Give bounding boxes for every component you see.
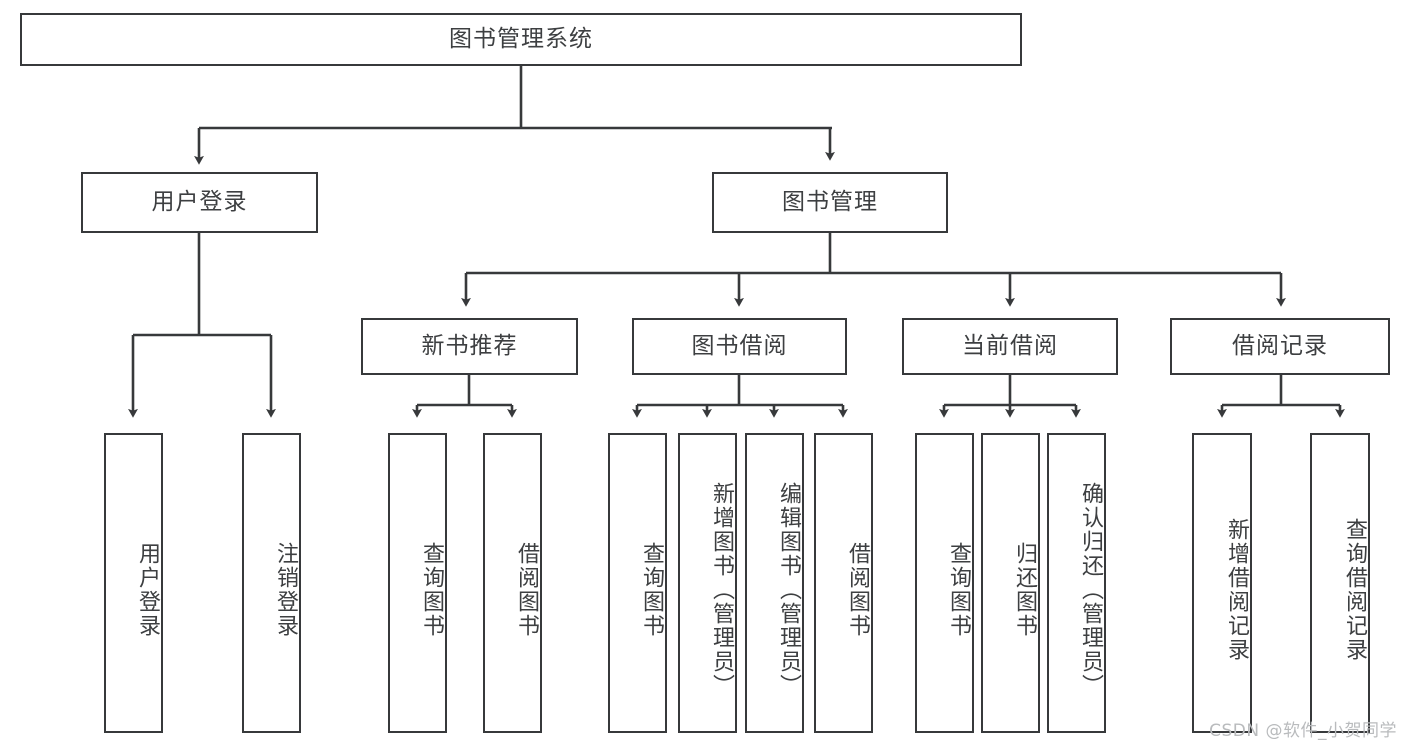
node-leaf-rec-borrow[interactable]: 借阅图书 <box>483 433 542 733</box>
node-borrow-record[interactable]: 借阅记录 <box>1170 318 1390 375</box>
node-leaf-rec-query[interactable]: 查询图书 <box>388 433 447 733</box>
node-leaf-rec-borrow-label: 借阅图书 <box>514 542 539 638</box>
node-leaf-cur-confirm[interactable]: 确认归还（管理员） <box>1047 433 1106 733</box>
node-book-manage[interactable]: 图书管理 <box>712 172 948 233</box>
node-leaf-rec-query-rec[interactable]: 查询借阅记录 <box>1310 433 1370 733</box>
node-leaf-rec-query-rec-label: 查询借阅记录 <box>1342 518 1367 662</box>
node-book-borrow-label: 图书借阅 <box>691 332 788 359</box>
node-leaf-borrow-edit-label: 编辑图书（管理员） <box>776 482 801 698</box>
node-leaf-borrow-query[interactable]: 查询图书 <box>608 433 667 733</box>
node-leaf-user-logout-label: 注销登录 <box>273 542 298 638</box>
node-leaf-cur-confirm-label: 确认归还（管理员） <box>1078 482 1103 698</box>
node-book-borrow[interactable]: 图书借阅 <box>632 318 847 375</box>
node-user-login-label: 用户登录 <box>151 188 248 215</box>
node-borrow-record-label: 借阅记录 <box>1232 332 1328 359</box>
node-current-borrow[interactable]: 当前借阅 <box>902 318 1118 375</box>
node-root[interactable]: 图书管理系统 <box>20 13 1022 66</box>
node-leaf-rec-add-label: 新增借阅记录 <box>1224 518 1249 662</box>
node-leaf-cur-query[interactable]: 查询图书 <box>915 433 974 733</box>
node-leaf-cur-return[interactable]: 归还图书 <box>981 433 1040 733</box>
node-leaf-borrow-do[interactable]: 借阅图书 <box>814 433 873 733</box>
node-user-login[interactable]: 用户登录 <box>81 172 318 233</box>
node-leaf-borrow-do-label: 借阅图书 <box>845 542 870 638</box>
node-leaf-user-login[interactable]: 用户登录 <box>104 433 163 733</box>
node-leaf-borrow-add[interactable]: 新增图书（管理员） <box>678 433 737 733</box>
node-book-manage-label: 图书管理 <box>782 188 878 215</box>
node-leaf-borrow-edit[interactable]: 编辑图书（管理员） <box>745 433 804 733</box>
node-leaf-cur-query-label: 查询图书 <box>946 542 971 638</box>
node-leaf-user-login-label: 用户登录 <box>135 542 160 638</box>
node-root-label: 图书管理系统 <box>449 25 593 52</box>
node-leaf-cur-return-label: 归还图书 <box>1012 542 1037 638</box>
node-leaf-rec-query-label: 查询图书 <box>419 542 444 638</box>
node-leaf-borrow-query-label: 查询图书 <box>639 542 664 638</box>
node-leaf-borrow-add-label: 新增图书（管理员） <box>709 482 734 698</box>
node-new-book-rec[interactable]: 新书推荐 <box>361 318 578 375</box>
node-leaf-user-logout[interactable]: 注销登录 <box>242 433 301 733</box>
node-current-borrow-label: 当前借阅 <box>962 332 1058 359</box>
node-leaf-rec-add[interactable]: 新增借阅记录 <box>1192 433 1252 733</box>
node-new-book-rec-label: 新书推荐 <box>421 332 518 359</box>
